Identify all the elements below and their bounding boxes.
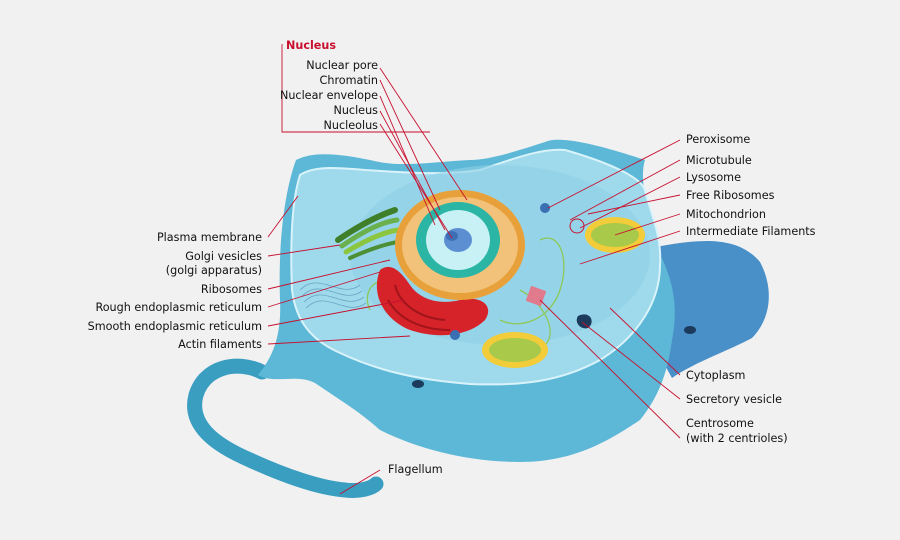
label-flagellum: Flagellum: [388, 463, 443, 476]
label-nuclear-pore: Nuclear pore: [306, 59, 378, 72]
label-plasma-membrane: Plasma membrane: [156, 231, 262, 244]
flagellum: [187, 358, 384, 498]
label-free-ribosomes: Free Ribosomes: [686, 189, 775, 202]
vacuole: [412, 380, 424, 388]
actin-bundle: [299, 282, 367, 309]
label-actin-filaments: Actin filaments: [178, 338, 262, 351]
label-ribosomes: Ribosomes: [200, 283, 262, 296]
cell-right-lobe: [640, 240, 769, 378]
label-golgi-vesicles: Golgi vesicles: [185, 250, 262, 263]
label-rough-er: Rough endoplasmic reticulum: [95, 301, 262, 314]
leader-lines: [267, 44, 681, 495]
label-cytoplasm: Cytoplasm: [686, 369, 746, 382]
label-microtubule: Microtubule: [686, 154, 752, 167]
label-secretory-vesicle: Secretory vesicle: [686, 393, 782, 406]
label-peroxisome: Peroxisome: [686, 133, 751, 146]
nucleus: [395, 190, 525, 300]
label-golgi-apparatus: (golgi apparatus): [165, 264, 262, 277]
secretory-vesicle: [576, 314, 592, 329]
rough-er: [376, 266, 489, 336]
golgi-apparatus: [335, 207, 401, 260]
label-centrosome-detail: (with 2 centrioles): [686, 432, 788, 445]
peroxisome: [540, 203, 550, 213]
label-chromatin: Chromatin: [319, 74, 378, 87]
nucleus-heading: Nucleus: [286, 39, 337, 52]
label-nucleolus: Nucleolus: [323, 119, 378, 132]
label-lysosome: Lysosome: [686, 171, 741, 184]
mitochondrion-lower: [482, 332, 548, 368]
vesicle: [450, 330, 460, 340]
label-nuclear-envelope: Nuclear envelope: [279, 89, 378, 102]
label-nucleus: Nucleus: [333, 104, 378, 117]
label-smooth-er: Smooth endoplasmic reticulum: [87, 320, 262, 333]
label-centrosome: Centrosome: [686, 417, 754, 430]
label-mitochondrion: Mitochondrion: [686, 208, 766, 221]
label-intermediate-filaments: Intermediate Filaments: [686, 225, 816, 238]
